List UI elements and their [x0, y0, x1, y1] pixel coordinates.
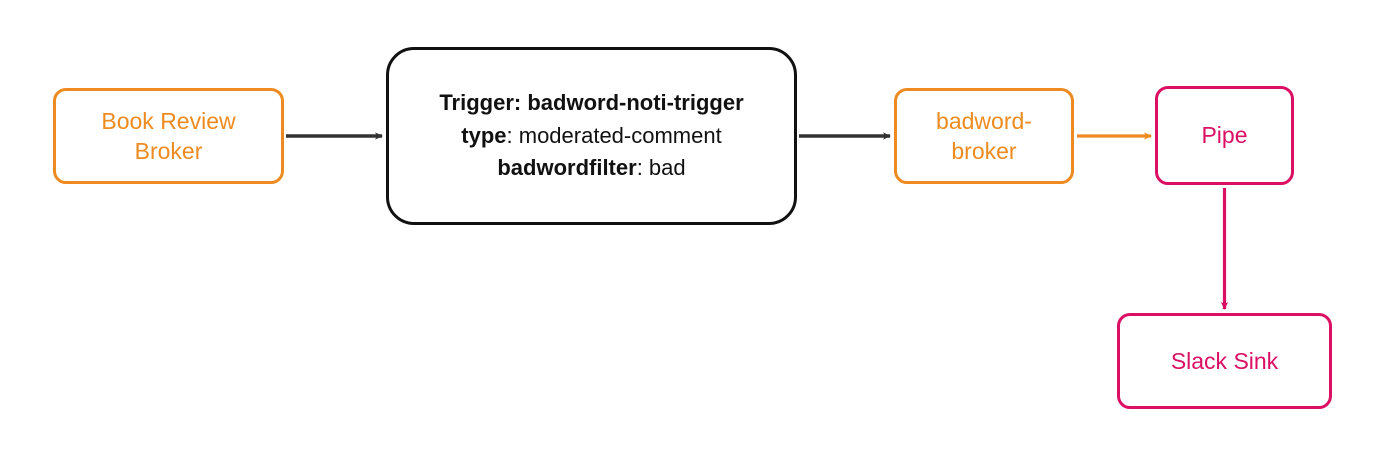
node-badword-broker[interactable]: badword-broker	[894, 88, 1074, 184]
node-trigger[interactable]: Trigger: badword-noti-trigger type: mode…	[386, 47, 797, 225]
trigger-line-badwordfilter: badwordfilter: bad	[439, 152, 743, 185]
trigger-line-name: Trigger: badword-noti-trigger	[439, 90, 744, 116]
label-line-1: badword-	[936, 107, 1032, 134]
node-slack-sink[interactable]: Slack Sink	[1117, 313, 1332, 409]
label-line-1: Book Review	[101, 107, 236, 134]
node-pipe[interactable]: Pipe	[1155, 86, 1294, 185]
label-line-2: Broker	[134, 138, 203, 164]
trigger-badwordfilter-value: : bad	[636, 155, 686, 181]
trigger-line-type: type: moderated-comment	[439, 120, 743, 153]
node-pipe-label: Pipe	[1201, 122, 1248, 149]
node-badword-broker-label: badword-broker	[936, 106, 1032, 167]
node-slack-sink-label: Slack Sink	[1170, 347, 1279, 374]
trigger-type-key: type	[461, 122, 507, 148]
label-line-2: broker	[951, 138, 1017, 164]
node-trigger-label: Trigger: badword-noti-trigger type: mode…	[439, 87, 743, 185]
trigger-badwordfilter-key: badwordfilter	[497, 155, 637, 181]
trigger-type-value: : moderated-comment	[506, 122, 722, 148]
